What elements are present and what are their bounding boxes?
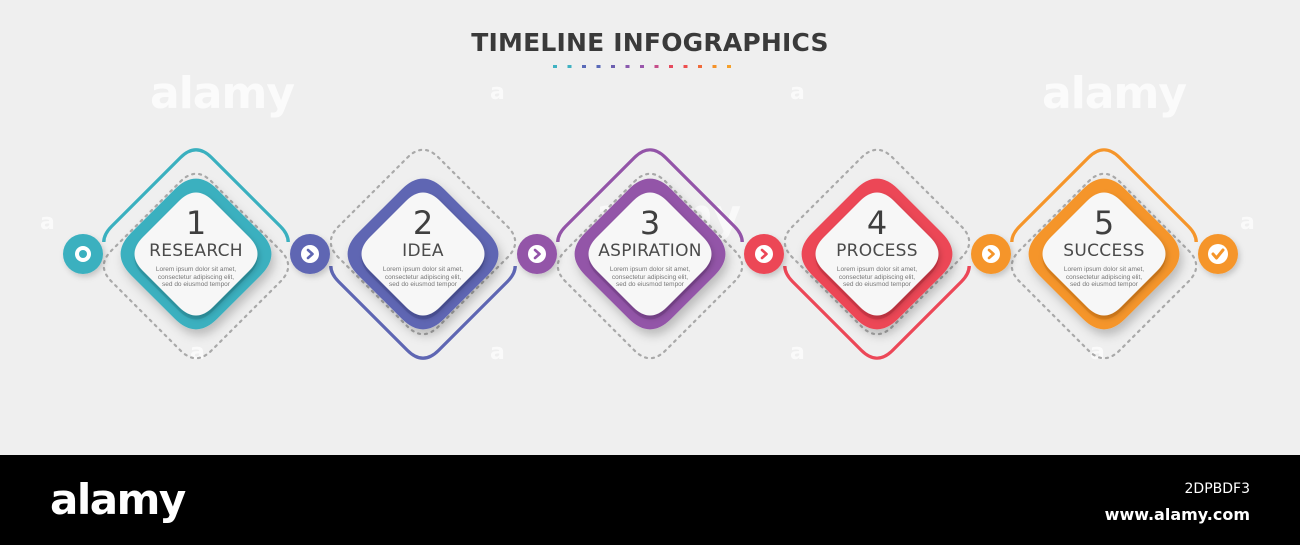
- chevron-right-icon: [982, 245, 1000, 263]
- title-dot: [567, 65, 572, 68]
- step-number: 3: [639, 204, 661, 242]
- footer-logo: alamy: [50, 475, 186, 524]
- step-plate: [134, 192, 258, 316]
- step-description: Lorem ipsum dolor sit amet,consectetur a…: [609, 266, 691, 288]
- watermark-letter: a: [490, 340, 505, 365]
- dotted-outline: [1010, 172, 1198, 360]
- step-number: 2: [412, 204, 434, 242]
- watermark-logo: alamy: [150, 68, 295, 119]
- step-plate: [1042, 192, 1166, 316]
- watermark-letter: a: [40, 210, 55, 235]
- title-dot-divider: [553, 65, 731, 68]
- watermark-letter: a: [1240, 210, 1255, 235]
- step-description: Lorem ipsum dolor sit amet,consectetur a…: [1063, 266, 1145, 288]
- chevron-stroke: [760, 248, 768, 260]
- step-number: 1: [185, 204, 207, 242]
- title-dot: [640, 65, 644, 68]
- title-dot: [669, 65, 673, 68]
- step-plate: [815, 192, 939, 316]
- title-dot: [625, 65, 630, 68]
- step-outline: [329, 266, 517, 360]
- chevron-stroke: [306, 248, 314, 260]
- watermark-letter: a: [190, 340, 205, 365]
- step-label: IDEA: [402, 241, 444, 261]
- title-dot: [582, 65, 586, 68]
- title-dot: [712, 65, 717, 68]
- dotted-outline: [556, 172, 744, 360]
- dotted-outline: [102, 172, 290, 360]
- watermark-logo: alamy: [1042, 68, 1187, 119]
- step-label: RESEARCH: [149, 241, 243, 261]
- image-id: 2DPBDF3: [1184, 481, 1250, 497]
- step-plate: [361, 192, 485, 316]
- chevron-stroke: [987, 248, 995, 260]
- step-description: Lorem ipsum dolor sit amet,consectetur a…: [836, 266, 918, 288]
- step-outline: [1010, 148, 1198, 242]
- dotted-outline: [783, 148, 971, 336]
- step-number: 5: [1093, 204, 1115, 242]
- title-dot: [596, 65, 601, 68]
- watermark-letter: a: [790, 80, 805, 105]
- footer-url[interactable]: www.alamy.com: [1104, 505, 1250, 524]
- step-label: PROCESS: [836, 241, 918, 261]
- timeline-diagram: [63, 148, 1238, 360]
- step-description: Lorem ipsum dolor sit amet,consectetur a…: [382, 266, 464, 288]
- chevron-right-icon: [755, 245, 773, 263]
- footer-bar: alamy 2DPBDF3 www.alamy.com: [0, 455, 1300, 545]
- page-title: TIMELINE INFOGRAPHICS: [471, 28, 829, 57]
- step-number: 4: [866, 204, 888, 242]
- chevron-stroke: [533, 248, 541, 260]
- title-dot: [727, 65, 731, 68]
- chevron-right-icon: [528, 245, 546, 263]
- infographic-canvas: TIMELINE INFOGRAPHICS alamy alamy alamy …: [40, 28, 1255, 365]
- step-outline: [102, 148, 290, 242]
- step-label: SUCCESS: [1063, 241, 1145, 261]
- watermark-letter: a: [790, 340, 805, 365]
- title-dot: [683, 65, 688, 68]
- title-dot: [698, 65, 702, 68]
- dotted-outline: [329, 148, 517, 336]
- chevron-right-icon: [301, 245, 319, 263]
- step-outline: [556, 148, 744, 242]
- title-dot: [611, 65, 615, 68]
- step-description: Lorem ipsum dolor sit amet,consectetur a…: [155, 266, 237, 288]
- title-dot: [654, 65, 659, 68]
- ring-icon-center: [79, 250, 87, 258]
- title-dot: [553, 65, 557, 68]
- watermark-letter: a: [490, 80, 505, 105]
- checkmark-stroke: [1211, 248, 1225, 260]
- step-plate: [588, 192, 712, 316]
- step-label: ASPIRATION: [598, 241, 702, 261]
- step-outline: [783, 266, 971, 360]
